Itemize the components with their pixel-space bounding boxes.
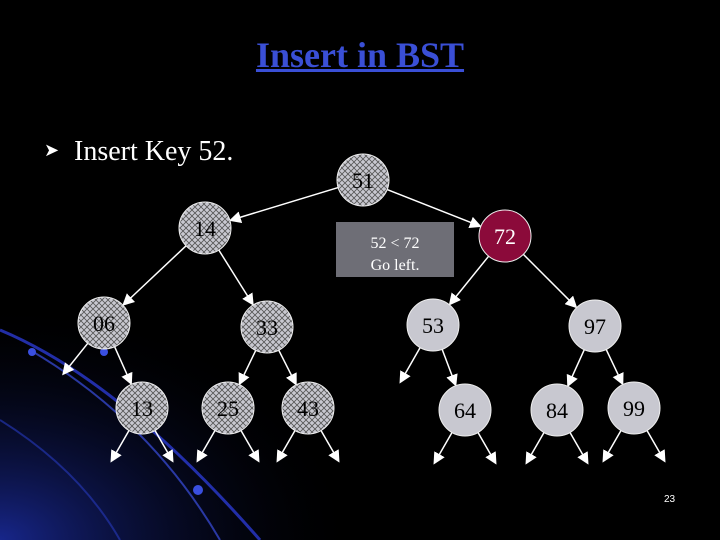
arrow-bullet-icon: ➤	[44, 140, 60, 161]
tree-node-06: 06	[77, 296, 131, 350]
node-circle	[77, 296, 131, 350]
edge-14-33	[218, 249, 254, 306]
edge-72-53	[448, 255, 490, 306]
node-label: 43	[297, 396, 319, 421]
edge-51-72	[386, 188, 482, 229]
node-circle	[438, 383, 492, 437]
null-link-84-10	[525, 432, 545, 465]
bullet-text: Insert Key 52.	[74, 136, 234, 167]
tree-node-97: 97	[568, 299, 622, 353]
slide-title: Insert in BST	[255, 35, 465, 75]
node-label: 14	[194, 216, 216, 241]
node-label: 13	[131, 396, 153, 421]
slide-number: 23	[664, 494, 676, 505]
node-circle	[607, 381, 661, 435]
tree-node-99: 99	[607, 381, 661, 435]
edge-97-99	[605, 349, 624, 386]
null-link-43-6	[320, 430, 340, 463]
null-link-99-12	[602, 430, 622, 463]
edge-06-13	[113, 346, 133, 386]
node-circle	[406, 298, 460, 352]
edge-14-06	[122, 245, 187, 306]
tree-node-43: 43	[281, 381, 335, 435]
tree-node-53: 53	[406, 298, 460, 352]
null-link-25-3	[196, 430, 216, 463]
bullet-item: ➤ Insert Key 52.	[44, 136, 233, 168]
node-circle	[336, 153, 390, 207]
null-link-64-9	[477, 432, 497, 465]
node-label: 25	[217, 396, 239, 421]
node-label: 51	[352, 168, 374, 193]
tree-node-51: 51	[336, 153, 390, 207]
node-label: 99	[623, 396, 645, 421]
null-link-43-5	[276, 430, 296, 463]
node-circle	[568, 299, 622, 353]
null-link-64-8	[433, 432, 453, 465]
null-link-06-0	[62, 342, 89, 376]
tree-node-25: 25	[201, 381, 255, 435]
tree-node-14: 14	[178, 201, 232, 255]
null-link-84-11	[569, 432, 589, 465]
tree-node-33: 33	[240, 300, 294, 354]
null-link-13-1	[110, 430, 130, 463]
node-circle	[478, 209, 532, 263]
node-label: 84	[546, 398, 568, 423]
edge-33-43	[278, 349, 297, 386]
null-link-53-7	[399, 347, 421, 384]
node-circle	[201, 381, 255, 435]
tree-node-13: 13	[115, 381, 169, 435]
null-link-13-2	[154, 430, 174, 463]
node-circle	[115, 381, 169, 435]
node-label: 33	[256, 315, 278, 340]
null-link-99-13	[646, 430, 666, 463]
edge-51-14	[228, 186, 339, 223]
edge-72-97	[522, 253, 578, 309]
comparison-note-line1: 52 < 72	[370, 235, 419, 252]
node-label: 97	[584, 314, 606, 339]
node-label: 72	[494, 224, 516, 249]
node-circle	[178, 201, 232, 255]
edge-97-84	[566, 349, 585, 388]
tree-node-84: 84	[530, 383, 584, 437]
node-circle	[530, 383, 584, 437]
node-label: 53	[422, 313, 444, 338]
tree-node-64: 64	[438, 383, 492, 437]
node-label: 06	[93, 311, 115, 336]
comparison-note-box	[336, 222, 454, 277]
comparison-note-line2: Go left.	[371, 257, 420, 274]
edge-33-25	[238, 350, 257, 386]
node-label: 64	[454, 398, 476, 423]
edge-53-64	[441, 349, 458, 387]
node-circle	[240, 300, 294, 354]
node-circle	[281, 381, 335, 435]
tree-node-72: 72	[478, 209, 532, 263]
null-link-25-4	[240, 430, 260, 463]
